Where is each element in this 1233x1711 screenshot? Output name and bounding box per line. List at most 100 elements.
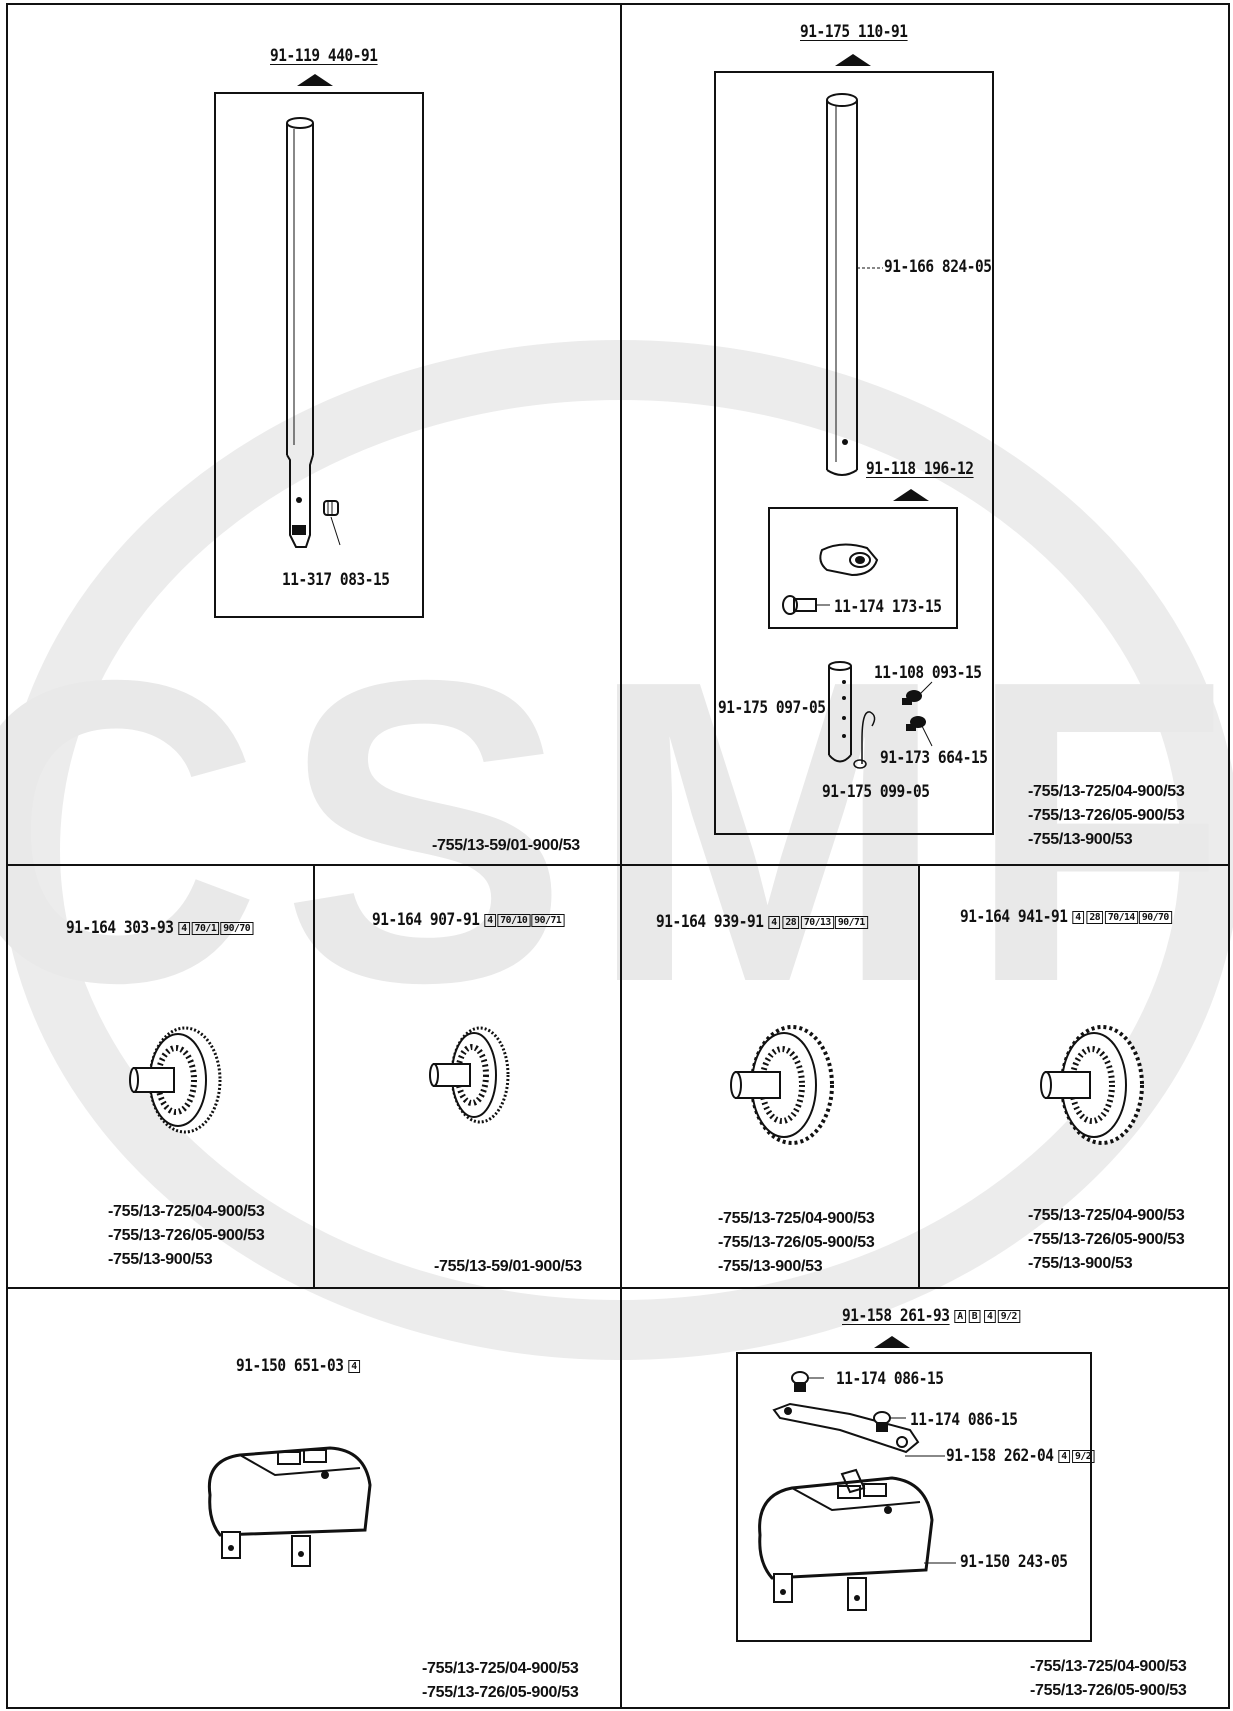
- reference-item: -755/13-900/53: [718, 1258, 823, 1275]
- variant-tag: 9/2: [1072, 1449, 1095, 1463]
- screw-a-label: 11-108 093-15: [874, 663, 982, 683]
- housing-drawing: [207, 1446, 372, 1567]
- variant-tag: 28: [1086, 910, 1104, 924]
- leader-line: [905, 1455, 945, 1457]
- leader-line: [924, 1562, 956, 1564]
- tube-drawing: [826, 93, 858, 476]
- reference-item: -755/13-726/05-900/53: [718, 1234, 875, 1251]
- reference-item: -755/13-59/01-900/53: [432, 837, 580, 854]
- reference-item: -755/13-900/53: [108, 1251, 213, 1268]
- reference-item: -755/13-726/05-900/53: [108, 1227, 265, 1244]
- variant-tag: 70/10: [497, 913, 531, 927]
- reference-item: -755/13-726/05-900/53: [1028, 1231, 1185, 1248]
- wheel-drawing: [429, 1026, 510, 1124]
- screw-a-drawing: [902, 681, 933, 705]
- plate-drawing: [772, 1402, 920, 1454]
- grid-divider: [918, 864, 920, 1288]
- reference-item: -755/13-725/04-900/53: [108, 1203, 265, 1220]
- reference-item: -755/13-725/04-900/53: [1028, 783, 1185, 800]
- grid-divider: [620, 864, 622, 1709]
- screw-label: 11-317 083-15: [282, 570, 390, 590]
- variant-tag: 90/71: [531, 913, 564, 927]
- reference-item: -755/13-726/05-900/53: [422, 1684, 579, 1701]
- variant-tag: 70/14: [1105, 910, 1138, 924]
- clamp-drawing: [819, 543, 879, 577]
- clamp-assembly-box: [768, 507, 958, 629]
- reference-item: -755/13-900/53: [1028, 1255, 1133, 1272]
- variant-tag: 90/71: [834, 915, 868, 929]
- clamp-assembly-number: 91-118 196-12: [866, 459, 974, 479]
- reference-list: -755/13-725/04-900/53 -755/13-726/05-900…: [718, 1207, 875, 1279]
- reference-item: -755/13-726/05-900/53: [1030, 1682, 1187, 1699]
- tube-label: 91-166 824-05: [884, 257, 992, 277]
- assembly-marker: [835, 54, 871, 66]
- reference-item: -755/13-726/05-900/53: [1028, 807, 1185, 824]
- reference-list: -755/13-725/04-900/53 -755/13-726/05-900…: [108, 1200, 265, 1272]
- screw-drawing: [791, 1371, 824, 1392]
- variant-tag: 90/70: [220, 921, 254, 935]
- reference-list: -755/13-59/01-900/53: [434, 1255, 582, 1279]
- variant-tag: 4: [347, 1359, 360, 1373]
- grid-divider: [6, 1287, 1230, 1289]
- set-screw-drawing: [323, 500, 341, 546]
- housing-drawing: [758, 1468, 934, 1611]
- reference-list: -755/13-725/04-900/53 -755/13-726/05-900…: [1028, 780, 1185, 852]
- pin-label: 91-175 099-05: [822, 782, 930, 802]
- variant-tag: 28: [782, 915, 800, 929]
- reference-list: -755/13-725/04-900/53 -755/13-726/05-900…: [422, 1657, 579, 1705]
- clamp-screw-label: 11-174 173-15: [834, 597, 942, 617]
- leader-line: [857, 267, 883, 269]
- screw-top-label: 11-174 086-15: [836, 1369, 944, 1389]
- parts-sheet: [6, 3, 1230, 1709]
- variant-tag: 70/13: [801, 915, 834, 929]
- assembly-box: [214, 92, 424, 618]
- assembly-number: 91-119 440-91: [270, 46, 378, 66]
- assembly-marker: [874, 1336, 910, 1348]
- variant-tag: 90/70: [1138, 910, 1172, 924]
- pin-drawing: [853, 711, 876, 769]
- screw-b-label: 91-173 664-15: [880, 748, 988, 768]
- assembly-box: [736, 1352, 1092, 1642]
- screw-b-drawing: [906, 716, 933, 747]
- wheel-drawing: [1040, 1025, 1144, 1145]
- assembly-box: [714, 71, 994, 835]
- wheel-drawing: [730, 1025, 834, 1145]
- reference-item: -755/13-900/53: [1028, 831, 1133, 848]
- post-drawing: [828, 661, 852, 763]
- post-label: 91-175 097-05: [718, 698, 826, 718]
- clamp-screw-drawing: [782, 595, 830, 615]
- needle-bar-drawing: [286, 117, 314, 548]
- variant-tag: 4: [983, 1309, 996, 1323]
- grid-divider: [313, 864, 315, 1288]
- clamp-assembly-marker: [893, 489, 929, 501]
- variant-tag: 4: [767, 915, 780, 929]
- screw-drawing: [873, 1411, 906, 1432]
- variant-tag: 9/2: [997, 1309, 1020, 1323]
- variant-tag: 4: [177, 921, 190, 935]
- reference-item: -755/13-725/04-900/53: [422, 1660, 579, 1677]
- assembly-marker: [297, 74, 333, 86]
- variant-tag: 70/1: [191, 921, 220, 935]
- reference-item: -755/13-725/04-900/53: [1030, 1658, 1187, 1675]
- reference-list: -755/13-59/01-900/53: [432, 834, 580, 858]
- variant-tag: 4: [1071, 910, 1084, 924]
- reference-list: -755/13-725/04-900/53 -755/13-726/05-900…: [1030, 1655, 1187, 1703]
- wheel-drawing: [129, 1026, 222, 1134]
- reference-item: -755/13-59/01-900/53: [434, 1258, 582, 1275]
- reference-item: -755/13-725/04-900/53: [718, 1210, 875, 1227]
- reference-list: -755/13-725/04-900/53 -755/13-726/05-900…: [1028, 1204, 1185, 1276]
- screw-mid-label: 11-174 086-15: [910, 1410, 1018, 1430]
- housing-label: 91-150 243-05: [960, 1552, 1068, 1572]
- assembly-number: 91-175 110-91: [800, 22, 908, 42]
- variant-tag: B: [968, 1309, 981, 1323]
- variant-tag: A: [953, 1309, 966, 1323]
- grid-divider: [620, 3, 622, 865]
- grid-divider: [6, 864, 1230, 866]
